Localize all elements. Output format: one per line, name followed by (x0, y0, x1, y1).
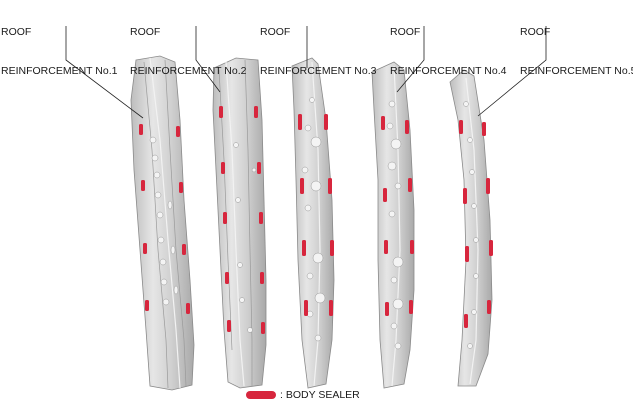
label-reinforcement-5: ROOF REINFORCEMENT No.5 (520, 0, 633, 104)
label-2-line2: REINFORCEMENT No.2 (130, 65, 247, 77)
roof-reinforcement-5-part (449, 69, 493, 387)
sealer-marks-part-5 (459, 120, 493, 328)
body-sealer-swatch (246, 391, 276, 399)
label-5-line1: ROOF (520, 26, 551, 38)
roof-reinforcement-2-part (212, 57, 267, 389)
leader-line-5 (477, 26, 547, 117)
roof-reinforcement-3-part (291, 57, 335, 389)
sealer-marks-part-4 (381, 116, 414, 316)
holes-part-1 (149, 136, 179, 306)
label-2-line1: ROOF (130, 26, 161, 38)
legend-text: : BODY SEALER (280, 389, 360, 401)
roof-reinforcement-1-part (130, 55, 195, 391)
label-1-line2: REINFORCEMENT No.1 (1, 65, 118, 77)
label-1-line1: ROOF (1, 26, 32, 38)
legend: : BODY SEALER (246, 388, 360, 402)
label-5-line2: REINFORCEMENT No.5 (520, 65, 633, 77)
holes-part-5 (463, 101, 479, 349)
label-4-line2: REINFORCEMENT No.4 (390, 65, 507, 77)
label-reinforcement-3: ROOF REINFORCEMENT No.3 (260, 0, 377, 104)
label-3-line2: REINFORCEMENT No.3 (260, 65, 377, 77)
label-4-line1: ROOF (390, 26, 421, 38)
sealer-marks-part-1 (139, 124, 190, 314)
label-3-line1: ROOF (260, 26, 291, 38)
label-reinforcement-1: ROOF REINFORCEMENT No.1 (1, 0, 118, 104)
label-reinforcement-4: ROOF REINFORCEMENT No.4 (390, 0, 507, 104)
holes-part-4 (386, 100, 404, 350)
leader-line-1 (65, 26, 144, 119)
sealer-marks-part-2 (219, 106, 265, 334)
roof-reinforcement-4-part (371, 61, 415, 389)
label-reinforcement-2: ROOF REINFORCEMENT No.2 (130, 0, 247, 104)
leader-line-2 (195, 26, 221, 93)
leader-line-4 (396, 26, 425, 93)
holes-part-2 (233, 142, 257, 333)
holes-part-3 (301, 97, 326, 342)
leader-lines (65, 26, 547, 119)
sealer-marks-part-3 (298, 114, 334, 316)
